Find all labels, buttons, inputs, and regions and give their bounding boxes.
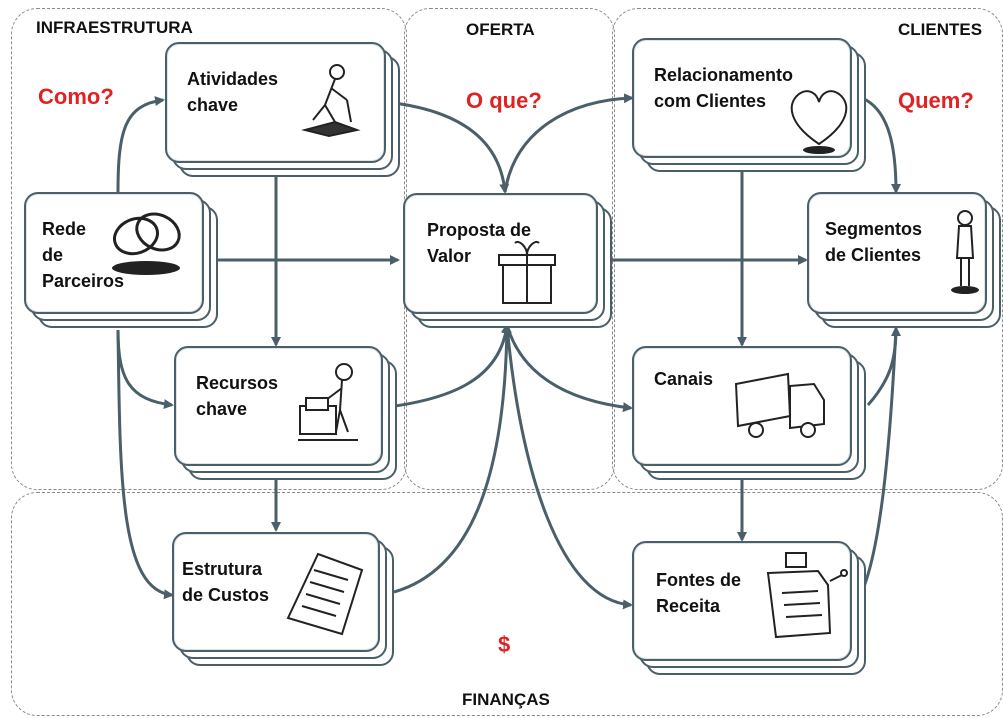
arrow-rede-to-estrutura [116, 329, 174, 600]
gift-box-icon [498, 241, 556, 304]
cash-register-icon [766, 552, 848, 639]
region-title-clientes: CLIENTES [898, 20, 983, 39]
block-atividades-chave[interactable]: Atividades chave [165, 42, 400, 177]
segmentos-clientes-label: Segmentos de Clientes [825, 219, 923, 265]
block-rede-parceiros[interactable]: Rede de Parceiros [24, 192, 218, 328]
linked-rings-icon [112, 212, 181, 275]
arrow-rede-to-recursos [116, 329, 174, 410]
block-recursos-chave[interactable]: Recursos chave [174, 346, 397, 480]
block-canais[interactable]: Canais [632, 346, 866, 480]
standing-person-icon [951, 210, 979, 294]
relacionamento-clientes-label: Relacionamento com Clientes [654, 65, 794, 111]
delivery-truck-icon [734, 372, 825, 438]
question-o-que: O que? [466, 88, 542, 113]
proposta-valor-label: Proposta de Valor [427, 220, 532, 266]
arrow-estrutura-to-proposta [393, 323, 512, 594]
block-proposta-valor[interactable]: Proposta de Valor [403, 193, 612, 328]
block-estrutura-custos[interactable]: Estrutura de Custos [172, 532, 394, 666]
region-title-oferta: OFERTA [466, 20, 535, 39]
heart-icon [790, 90, 848, 154]
arrow-proposta-to-canais [505, 324, 633, 413]
arrow-proposta-to-relacionamento [503, 93, 634, 193]
rede-parceiros-label: Rede de Parceiros [42, 219, 125, 291]
question-quem: Quem? [898, 88, 974, 113]
arrow-proposta-to-fontes [505, 324, 633, 610]
arrow-relacionamento-to-segmentos [861, 96, 901, 194]
question-dinheiro: $ [498, 632, 511, 657]
block-segmentos-clientes[interactable]: Segmentos de Clientes [807, 192, 1001, 328]
document-list-icon [286, 552, 364, 636]
worker-with-boxes-icon [298, 363, 358, 441]
question-como: Como? [38, 84, 114, 109]
fontes-receita-label: Fontes de Receita [656, 570, 742, 616]
worker-digging-icon [301, 64, 361, 138]
estrutura-custos-label: Estrutura de Custos [182, 559, 270, 605]
region-title-infraestrutura: INFRAESTRUTURA [36, 18, 193, 37]
arrow-rede-to-atividades [116, 96, 165, 193]
atividades-chave-label: Atividades chave [187, 69, 279, 115]
arrow-atividades-to-proposta [385, 100, 510, 194]
region-title-financas: FINANÇAS [462, 690, 550, 709]
recursos-chave-label: Recursos chave [196, 373, 279, 419]
canais-label: Canais [654, 369, 714, 389]
arrow-recursos-to-proposta [379, 323, 511, 410]
block-relacionamento-clientes[interactable]: Relacionamento com Clientes [632, 38, 866, 172]
block-fontes-receita[interactable]: Fontes de Receita [632, 541, 866, 675]
